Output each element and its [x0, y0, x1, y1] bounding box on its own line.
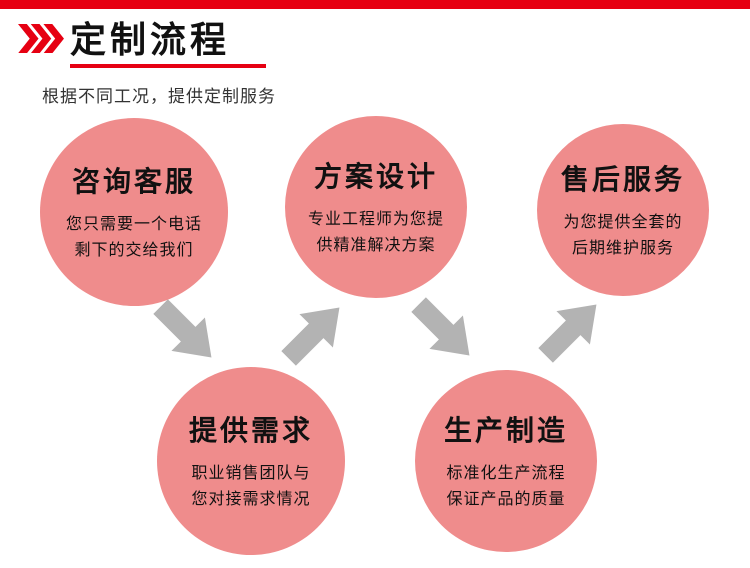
- flow-step-requirements: 提供需求 职业销售团队与 您对接需求情况: [157, 367, 345, 555]
- step-desc-line: 为您提供全套的: [563, 213, 683, 231]
- step-title: 咨询客服: [71, 166, 196, 198]
- arrow-up-right-icon: [269, 288, 360, 379]
- step-desc-line: 标准化生产流程: [446, 464, 566, 482]
- title-underline: [70, 63, 266, 68]
- section-title-wrap: 定制流程: [70, 19, 266, 68]
- arrow-down-right-icon: [399, 285, 490, 376]
- step-title: 生产制造: [443, 415, 568, 447]
- step-desc-line: 剩下的交给我们: [74, 242, 194, 259]
- step-desc-line: 供精准解决方案: [316, 237, 436, 254]
- step-desc: 为您提供全套的 后期维护服务: [563, 210, 682, 263]
- arrow-down-right-icon: [141, 287, 232, 378]
- step-desc: 专业工程师为您提 供精准解决方案: [308, 207, 444, 260]
- flow-step-consult: 咨询客服 您只需要一个电话 剩下的交给我们: [40, 118, 228, 306]
- section-title: 定制流程: [70, 19, 231, 60]
- step-title: 提供需求: [188, 415, 313, 447]
- flow-step-design: 方案设计 专业工程师为您提 供精准解决方案: [285, 116, 467, 298]
- step-desc-line: 后期维护服务: [571, 240, 674, 257]
- step-desc-line: 保证产品的质量: [446, 491, 566, 508]
- step-desc-line: 您对接需求情况: [191, 491, 311, 508]
- section-subtitle: 根据不同工况，提供定制服务: [42, 87, 276, 106]
- section-header: 定制流程: [18, 19, 266, 68]
- step-desc-line: 您只需要一个电话: [65, 215, 202, 233]
- step-desc: 您只需要一个电话 剩下的交给我们: [66, 212, 202, 265]
- step-title: 售后服务: [560, 164, 685, 196]
- chevrons-icon: [18, 23, 64, 56]
- step-desc: 职业销售团队与 您对接需求情况: [191, 461, 310, 514]
- arrow-up-right-icon: [526, 285, 617, 376]
- top-accent-bar: [0, 0, 750, 9]
- step-title: 方案设计: [313, 161, 438, 193]
- step-desc-line: 职业销售团队与: [191, 464, 311, 482]
- step-desc-line: 专业工程师为您提: [307, 210, 444, 228]
- flow-step-production: 生产制造 标准化生产流程 保证产品的质量: [415, 370, 597, 552]
- step-desc: 标准化生产流程 保证产品的质量: [446, 461, 565, 514]
- flow-step-aftersales: 售后服务 为您提供全套的 后期维护服务: [537, 124, 709, 296]
